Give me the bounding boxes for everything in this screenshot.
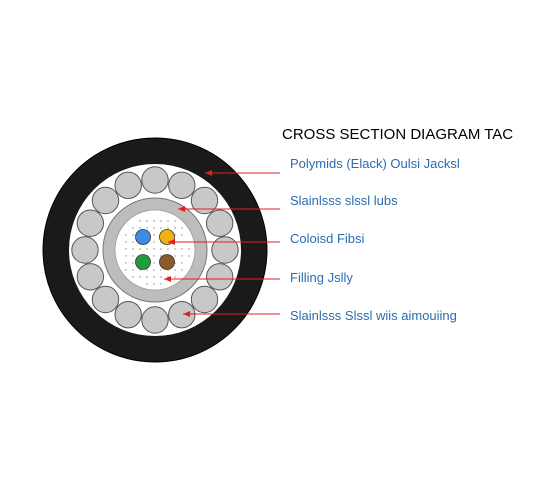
armour-wire bbox=[168, 300, 196, 329]
jelly-dot bbox=[174, 248, 176, 250]
jelly-dot bbox=[181, 255, 183, 257]
label-colored-fibers: Coloisd Fibsi bbox=[290, 231, 365, 246]
jelly-dot bbox=[153, 276, 155, 278]
jelly-dot bbox=[139, 227, 141, 229]
armour-wire bbox=[114, 171, 142, 200]
jelly-dot bbox=[146, 248, 148, 250]
jelly-dot bbox=[160, 248, 162, 250]
jelly-dot bbox=[139, 276, 141, 278]
filling-jelly bbox=[114, 209, 196, 291]
jelly-dot bbox=[160, 255, 162, 257]
armour-wire bbox=[91, 186, 120, 215]
label-filling-jelly: Filling Jslly bbox=[290, 270, 353, 285]
armour-wire-ring bbox=[71, 166, 239, 334]
jelly-dot bbox=[167, 248, 169, 250]
callouts: Polymids (Elack) Oulsi Jacksl Slainlsss … bbox=[164, 156, 460, 323]
armour-wire bbox=[205, 263, 234, 291]
jelly-dot bbox=[132, 241, 134, 243]
jelly-dot bbox=[153, 248, 155, 250]
jelly-dot bbox=[132, 248, 134, 250]
jelly-dot bbox=[153, 262, 155, 264]
colored-fibers bbox=[135, 229, 175, 270]
jelly-dot bbox=[160, 276, 162, 278]
jelly-dot bbox=[146, 283, 148, 285]
callout-jacket: Polymids (Elack) Oulsi Jacksl bbox=[205, 156, 460, 176]
jelly-dot bbox=[167, 220, 169, 222]
cable bbox=[42, 137, 268, 363]
jelly-dot bbox=[174, 255, 176, 257]
jelly-dot bbox=[160, 283, 162, 285]
jelly-dot bbox=[146, 220, 148, 222]
jelly-dot bbox=[181, 234, 183, 236]
armour-wire bbox=[71, 236, 99, 264]
jelly-dot bbox=[153, 241, 155, 243]
jelly-dot bbox=[153, 220, 155, 222]
orange-fiber bbox=[159, 229, 175, 245]
jelly-dot bbox=[153, 227, 155, 229]
jelly-dot bbox=[139, 220, 141, 222]
jelly-dot bbox=[174, 227, 176, 229]
diagram-title: CROSS SECTION DIAGRAM TAC bbox=[282, 126, 513, 143]
label-steel-wire-armouring: Slainlsss Slssl wiis aimouiing bbox=[290, 308, 457, 323]
jelly-dot bbox=[160, 220, 162, 222]
jelly-dot bbox=[188, 255, 190, 257]
green-fiber bbox=[135, 254, 151, 270]
jelly-dot bbox=[125, 234, 127, 236]
jelly-dot bbox=[160, 227, 162, 229]
jelly-dot bbox=[146, 276, 148, 278]
jelly-dot bbox=[125, 255, 127, 257]
armour-wire bbox=[141, 166, 169, 194]
jelly-dot bbox=[125, 262, 127, 264]
armour-wire bbox=[168, 171, 196, 200]
label-outer-jacket: Polymids (Elack) Oulsi Jacksl bbox=[290, 156, 460, 171]
jelly-dot bbox=[132, 276, 134, 278]
jelly-dot bbox=[181, 248, 183, 250]
jelly-dot bbox=[125, 269, 127, 271]
jelly-dot bbox=[181, 269, 183, 271]
jelly-dot bbox=[181, 227, 183, 229]
jelly-dot bbox=[153, 283, 155, 285]
jelly-dot bbox=[160, 269, 162, 271]
jelly-dot bbox=[132, 255, 134, 257]
callout-armour: Slainlsss Slssl wiis aimouiing bbox=[183, 308, 457, 323]
jelly-dot bbox=[181, 262, 183, 264]
label-steel-tube: Slainlsss slssl lubs bbox=[290, 193, 398, 208]
armour-wire bbox=[190, 285, 219, 314]
armour-wire bbox=[190, 186, 219, 215]
callout-fibers: Coloisd Fibsi bbox=[168, 231, 365, 246]
jelly-dot bbox=[125, 241, 127, 243]
jelly-dot bbox=[174, 269, 176, 271]
jelly-dot bbox=[125, 248, 127, 250]
callout-jelly: Filling Jslly bbox=[164, 270, 353, 285]
jelly-dot bbox=[139, 248, 141, 250]
blue-fiber bbox=[135, 229, 151, 245]
jelly-dot bbox=[174, 276, 176, 278]
jelly-dot bbox=[174, 220, 176, 222]
armour-wire bbox=[205, 209, 234, 237]
armour-wire bbox=[91, 285, 120, 314]
armour-wire bbox=[76, 209, 105, 237]
jelly-dot bbox=[132, 234, 134, 236]
jelly-dot bbox=[167, 227, 169, 229]
armour-wire bbox=[141, 306, 169, 334]
jelly-dot bbox=[153, 255, 155, 257]
brown-fiber bbox=[159, 254, 175, 270]
jelly-dot bbox=[132, 262, 134, 264]
jelly-dot bbox=[153, 234, 155, 236]
armour-wire bbox=[76, 263, 105, 291]
armour-wire bbox=[211, 236, 239, 264]
jelly-dot bbox=[132, 269, 134, 271]
callout-tube: Slainlsss slssl lubs bbox=[178, 193, 398, 212]
armour-wire bbox=[114, 300, 142, 329]
jelly-dot bbox=[188, 248, 190, 250]
jelly-dot bbox=[139, 269, 141, 271]
jelly-dot bbox=[146, 227, 148, 229]
jelly-dot bbox=[153, 269, 155, 271]
jelly-dot bbox=[132, 227, 134, 229]
jelly-dot bbox=[146, 269, 148, 271]
